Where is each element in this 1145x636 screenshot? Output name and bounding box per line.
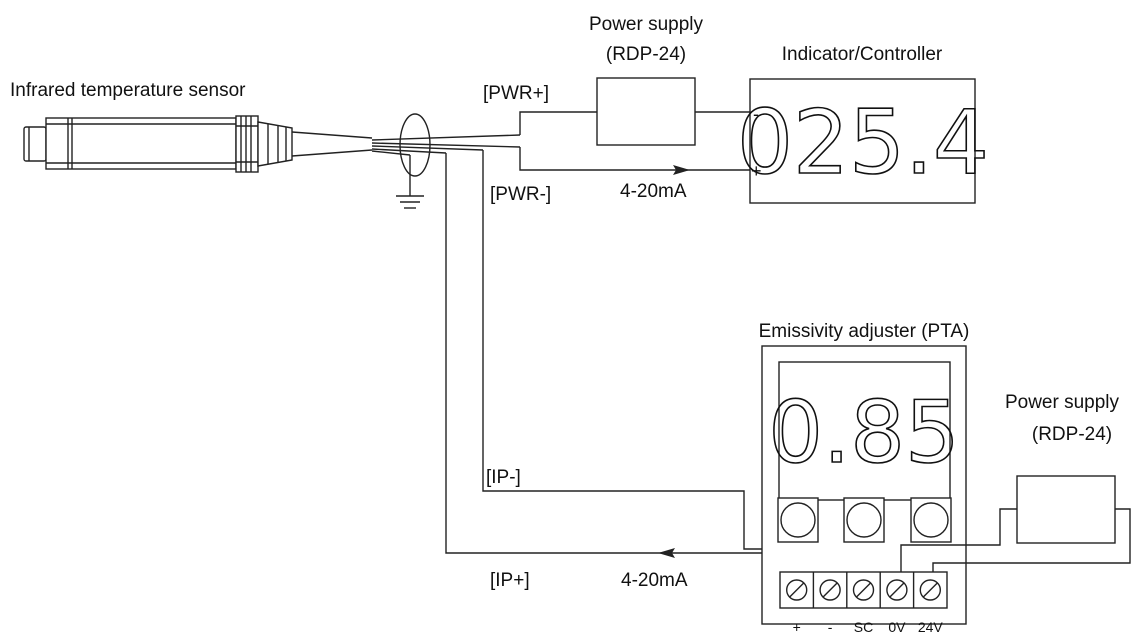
terminal-label: + [793,619,801,635]
indicator-plus-label: + [751,161,762,181]
ground-symbol [396,155,424,209]
emissivity-title: Emissivity adjuster (PTA) [759,321,970,342]
terminal-slot [789,582,805,598]
terminal-slot [922,582,938,598]
current-label-top: 4-20mA [620,181,687,202]
infrared-sensor [23,115,373,173]
terminal-label: - [828,619,833,635]
current-label-bottom: 4-20mA [621,570,688,591]
power-supply-top-box [596,77,696,146]
sensor-label: Infrared temperature sensor [10,80,246,101]
power-supply-right-box [1016,475,1116,544]
emissivity-display: 0.85 [768,383,959,483]
terminal-slot [889,582,905,598]
terminal-label: SC [854,619,873,635]
pwr-plus-label: [PWR+] [483,83,549,104]
terminal-label: 0V [888,619,906,635]
indicator-display: 025.4 [737,91,989,194]
ip-minus-label: [IP-] [486,467,521,488]
terminal-label: 24V [918,619,944,635]
indicator-minus-label: - [753,104,759,124]
cable-wires [371,134,521,156]
pwr-minus-label: [PWR-] [490,184,551,205]
terminal-slot [822,582,838,598]
power-supply-right-title: Power supply [1005,392,1120,413]
power-supply-top-title: Power supply [589,14,704,35]
power-supply-top-model: (RDP-24) [606,44,686,65]
emissivity-adjuster: 0.85 [761,345,967,625]
pwr-wiring [519,111,750,175]
adjuster-button-2[interactable] [843,497,885,543]
adjuster-button-1[interactable] [777,497,819,543]
adjuster-button-3[interactable] [910,497,952,543]
ip-plus-label: [IP+] [490,570,530,591]
power-supply-right-wiring [900,508,1131,572]
indicator-box [749,78,976,204]
current-arrow-top [673,165,690,175]
terminal-slot [856,582,871,598]
cable-shield [399,113,431,177]
current-arrow-bottom [658,548,675,558]
power-supply-right-model: (RDP-24) [1032,424,1112,445]
indicator-title: Indicator/Controller [782,44,943,65]
